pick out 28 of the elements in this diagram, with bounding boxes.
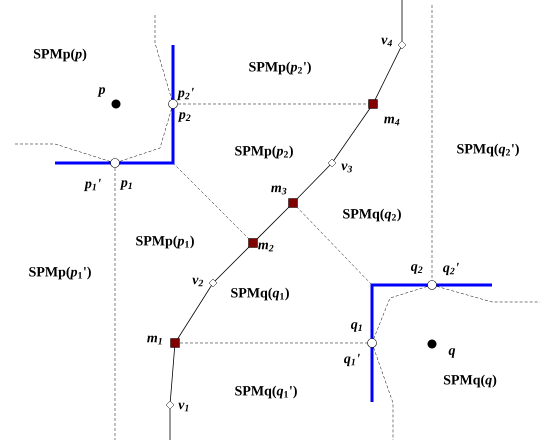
point-label: p$_{2}$	[178, 112, 190, 122]
region-label: SPMp(p$_{2}$)	[235, 146, 293, 158]
region-label: SPMp(p$_{2}$')	[249, 62, 311, 74]
point-label: q$_{2}$	[410, 264, 422, 274]
point-label: m$_{4}$	[384, 116, 400, 126]
point-label: m$_{3}$	[271, 186, 286, 194]
point-label: q	[448, 348, 456, 358]
point-label: q$_{1}$	[350, 322, 362, 332]
region-label: SPMp(p)	[34, 48, 86, 62]
point-label: q$_{1}$'	[344, 354, 360, 366]
point-label: p$_{1}$	[120, 180, 132, 190]
region-label: SPMq(q$_{1}$)	[231, 288, 289, 300]
point-label: v$_{2}$	[192, 278, 204, 286]
point-label: v$_{3}$	[341, 164, 352, 172]
region-label: SPMp(p$_{1}$)	[136, 236, 194, 248]
point-label: p$_{2}$'	[176, 88, 194, 100]
point-label: v$_{4}$	[381, 38, 392, 46]
point-label: m$_{2}$	[258, 242, 274, 252]
point-label: m$_{1}$	[147, 336, 162, 344]
point-label: p	[98, 87, 106, 97]
region-label: SPMq(q$_{2}$)	[343, 208, 401, 222]
region-label: SPMq(q$_{1}$')	[235, 386, 297, 398]
region-label: SPMq(q$_{2}$')	[457, 144, 519, 156]
region-label: SPMp(p$_{1}$')	[29, 266, 91, 280]
region-label: SPMq(q)	[444, 374, 496, 388]
point-label: q$_{2}$'	[443, 262, 459, 276]
point-label: v$_{1}$	[178, 402, 188, 412]
point-label: p$_{1}$'	[84, 178, 101, 192]
